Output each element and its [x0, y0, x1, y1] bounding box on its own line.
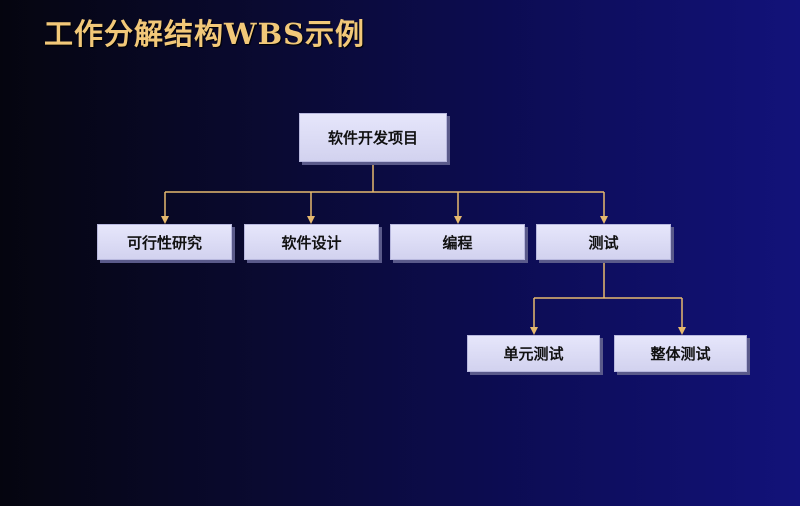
node-unit-testing: 单元测试 [467, 335, 600, 372]
node-programming: 编程 [390, 224, 525, 260]
node-software-project: 软件开发项目 [299, 113, 447, 162]
node-testing: 测试 [536, 224, 671, 260]
node-feasibility-study: 可行性研究 [97, 224, 232, 260]
node-integration-testing: 整体测试 [614, 335, 747, 372]
slide-title: 工作分解结构WBS示例 [44, 17, 366, 51]
node-software-design: 软件设计 [244, 224, 379, 260]
